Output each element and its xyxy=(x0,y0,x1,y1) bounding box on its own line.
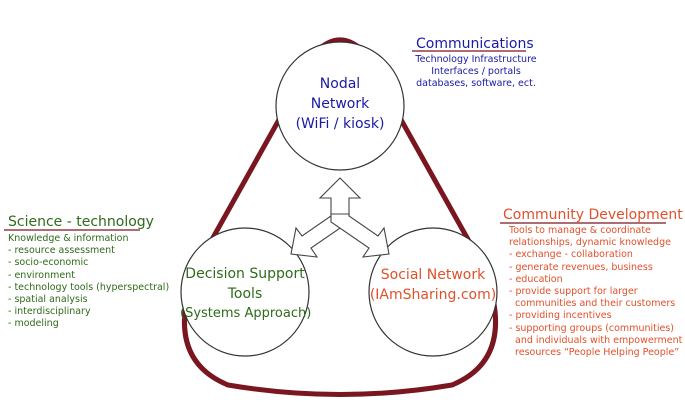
science-line: - interdisciplinary xyxy=(8,306,91,318)
science-body: Knowledge & information - resource asses… xyxy=(8,233,169,331)
community-line: - exchange - collaboration xyxy=(509,249,633,261)
nodal-line: Network xyxy=(310,96,370,112)
community-line: - providing incentives xyxy=(509,310,612,322)
science-line: - modeling xyxy=(8,318,59,330)
arrow-down-right xyxy=(330,213,390,258)
science-line: - socio-economic xyxy=(8,257,89,269)
nodal-line: Nodal xyxy=(319,76,361,92)
nodal-network-circle xyxy=(275,41,405,171)
community-line: - education xyxy=(509,273,563,285)
decision-line: (Systems Approach) xyxy=(180,306,312,321)
science-line: Knowledge & information xyxy=(8,233,129,244)
communications-line: databases, software, ect. xyxy=(416,78,536,89)
social-network-circle xyxy=(368,227,498,357)
community-line: - supporting groups (communities) xyxy=(509,322,674,334)
community-line: communities and their customers xyxy=(509,298,676,310)
decision-line: Tools xyxy=(227,286,263,302)
social-network-label: Social Network (IAmSharing.com) xyxy=(362,265,504,305)
communications-title: Communications xyxy=(416,36,534,52)
science-line: - resource assessment xyxy=(8,245,115,257)
nodal-network-label: Nodal Network (WiFi / kiosk) xyxy=(282,74,398,134)
community-line: and individuals with empowerment xyxy=(509,334,683,346)
decision-support-circle xyxy=(180,227,310,357)
communications-body: Technology Infrastructure Interfaces / p… xyxy=(414,54,538,90)
social-line: (IAmSharing.com) xyxy=(369,287,497,303)
science-line: - environment xyxy=(8,269,75,281)
three-way-arrow xyxy=(290,177,390,258)
social-line: Social Network xyxy=(380,267,486,283)
community-line: resources “People Helping People” xyxy=(509,347,680,359)
nodal-line: (WiFi / kiosk) xyxy=(295,116,385,132)
decision-line: Decision Support xyxy=(185,266,305,282)
community-line: relationships, dynamic knowledge xyxy=(509,237,671,249)
science-line: - technology tools (hyperspectral) xyxy=(8,281,170,293)
community-line: - generate revenues, business xyxy=(509,261,653,273)
communications-line: Technology Infrastructure xyxy=(415,54,537,65)
communications-line: Interfaces / portals xyxy=(431,66,521,77)
community-line: Tools to manage & coordinate xyxy=(509,225,651,236)
community-body: Tools to manage & coordinate relationshi… xyxy=(509,225,682,359)
community-line: - provide support for larger xyxy=(509,286,638,298)
arrow-up xyxy=(318,177,362,215)
decision-support-label: Decision Support Tools (Systems Approach… xyxy=(180,264,312,324)
science-title: Science - technology xyxy=(8,214,154,230)
science-line: - spatial analysis xyxy=(8,294,88,306)
community-title: Community Development xyxy=(503,207,683,223)
